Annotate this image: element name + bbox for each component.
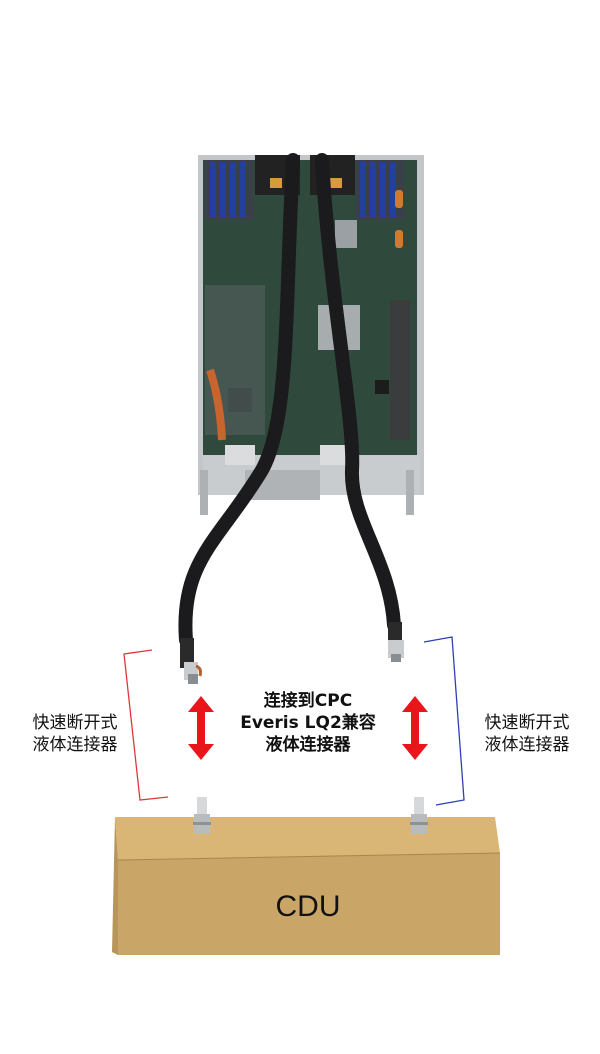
center-connector-label: 连接到CPC Everis LQ2兼容 液体连接器: [240, 690, 376, 756]
hose-right: [315, 153, 401, 632]
cdu-connector-left: [193, 797, 211, 834]
hose-left: [178, 153, 300, 647]
left-label-line1: 快速断开式: [32, 713, 118, 733]
coolant-hoses: [178, 153, 401, 647]
right-label-line2: 液体连接器: [484, 735, 570, 755]
left-label-line2: 液体连接器: [32, 735, 118, 755]
server-chassis: [198, 155, 424, 515]
center-label-line1: 连接到CPC: [263, 691, 353, 711]
bracket-right: [423, 636, 465, 806]
hose-connector-right: [388, 622, 404, 662]
cdu-unit: [112, 817, 501, 955]
left-connector-label: 快速断开式 液体连接器: [28, 712, 122, 756]
double-arrow-right-icon: [402, 696, 428, 760]
right-label-line1: 快速断开式: [484, 713, 570, 733]
right-connector-label: 快速断开式 液体连接器: [480, 712, 574, 756]
cdu-connector-right: [410, 797, 428, 834]
center-label-line3: 液体连接器: [265, 735, 351, 755]
double-arrow-left-icon: [188, 696, 214, 760]
bracket-left: [123, 649, 169, 801]
center-label-line2: Everis LQ2兼容: [240, 713, 376, 733]
cdu-label: CDU: [275, 890, 341, 923]
hose-connector-left: [180, 638, 202, 684]
